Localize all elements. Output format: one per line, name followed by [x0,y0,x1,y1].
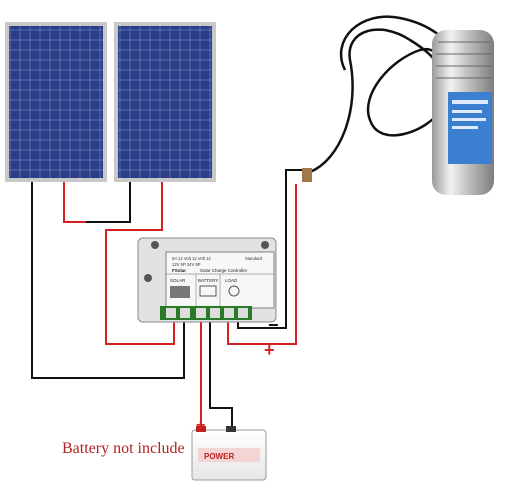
controller-title: Solar Charge Controller [200,268,248,273]
battery-brand: POWER [204,452,234,461]
port-label-load: LOAD [225,278,238,283]
battery: POWER [191,426,267,481]
port-label-solar: SOLAR [170,278,186,283]
controller-standard-label: Standard [245,256,263,261]
controller-spec-line-1: 5A 12 Volt 12 Volt 12 [172,256,211,261]
battery-caption: Battery not include [62,440,185,457]
solar-panel-right [114,22,216,182]
battery-positive-sign: + [196,417,206,434]
solar-panel-left [5,22,107,182]
load-negative-sign: − [268,315,279,335]
load-positive-sign: + [264,340,275,360]
charge-controller: 5A 12 Volt 12 Volt 12 12V 5P 24V 5P Stan… [137,237,277,323]
submersible-pump [432,30,494,195]
controller-spec-line-2: 12V 5P 24V 5P [172,262,201,267]
wire-connector [302,168,312,182]
controller-brand: FSolar [172,268,186,273]
port-label-battery: BATTERY [198,278,218,283]
